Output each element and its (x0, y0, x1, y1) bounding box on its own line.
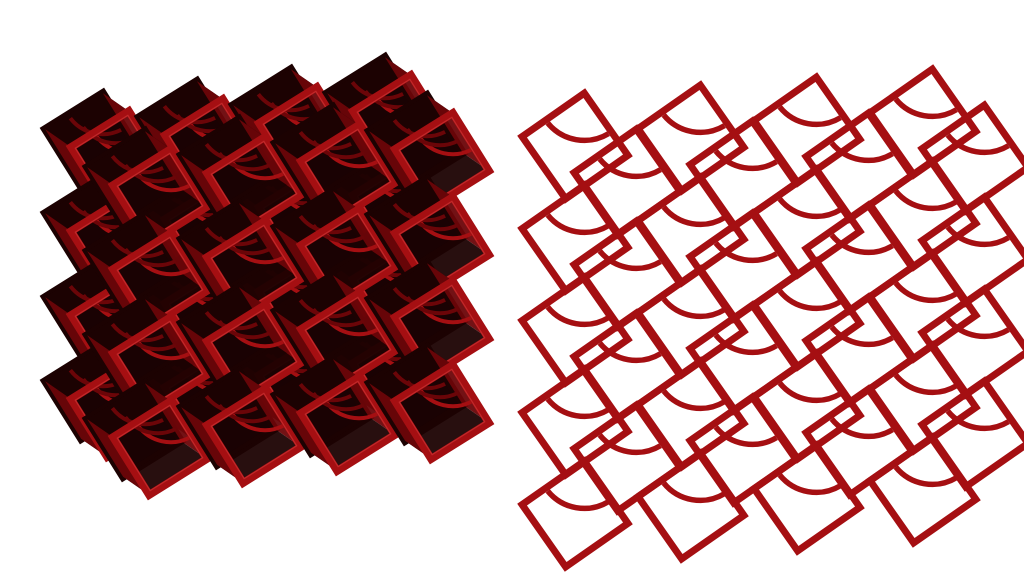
lattice-cell-3d (269, 101, 401, 225)
lattice-cell (865, 432, 981, 548)
lattice-cell-3d (363, 257, 495, 381)
lattice-cell (517, 456, 633, 572)
lattice-cell (569, 400, 685, 516)
lattice-cell (685, 208, 801, 324)
lattice-cell (517, 88, 633, 204)
lattice-cell-3d (269, 185, 401, 309)
lattice-cell (633, 448, 749, 564)
front-view-lattice-panel (517, 64, 1024, 572)
front-view-layer-2 (569, 100, 1024, 516)
lattice-cell (685, 116, 801, 232)
lattice-cell-3d (363, 89, 495, 213)
lattice-cell-3d (363, 341, 495, 465)
lattice-cell (569, 216, 685, 332)
lattice-cell (917, 192, 1024, 308)
lattice-cell-3d (175, 365, 307, 489)
lattice-cell (569, 124, 685, 240)
lattice-cell (569, 308, 685, 424)
lattice-cell (801, 108, 917, 224)
lattice-cell-3d (269, 269, 401, 393)
isometric-layer-2 (81, 89, 495, 501)
lattice-cell (801, 292, 917, 408)
lattice-cell (917, 284, 1024, 400)
lattice-cell-3d (81, 377, 213, 501)
lattice-cell (801, 200, 917, 316)
lattice-cell (685, 392, 801, 508)
lattice-cell (685, 300, 801, 416)
lattice-cell-3d (269, 353, 401, 477)
lattice-cell (917, 376, 1024, 492)
lattice-cell-3d (81, 125, 213, 249)
isometric-lattice-panel (39, 51, 495, 501)
lattice-cell (749, 440, 865, 556)
lattice-cell-3d (363, 173, 495, 297)
lattice-cell (801, 384, 917, 500)
lattice-cell (917, 100, 1024, 216)
